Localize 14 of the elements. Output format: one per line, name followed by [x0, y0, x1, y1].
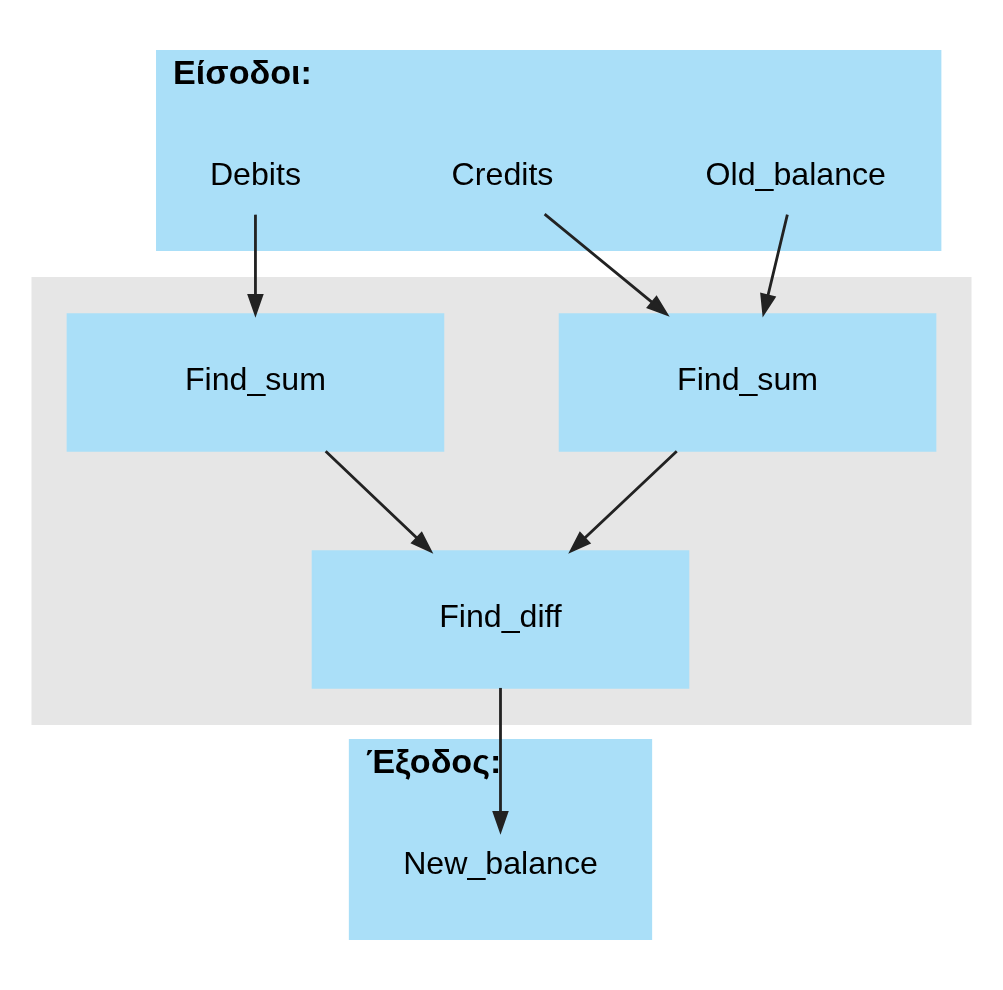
arrow [492, 687, 509, 835]
node-text: Old_balance [705, 156, 886, 193]
arrow [760, 214, 789, 318]
arrow [324, 450, 434, 554]
node-text: Debits [209, 156, 301, 193]
node-text: Credits [451, 156, 554, 193]
arrow [247, 214, 264, 318]
node-box: Find_diff [311, 550, 690, 689]
arrow [543, 213, 670, 317]
cluster [31, 277, 972, 725]
node-text: New_balance [403, 845, 598, 882]
arrow [568, 450, 678, 554]
node-box: Find_sum [558, 313, 937, 452]
node-box: Find_sum [66, 313, 445, 452]
